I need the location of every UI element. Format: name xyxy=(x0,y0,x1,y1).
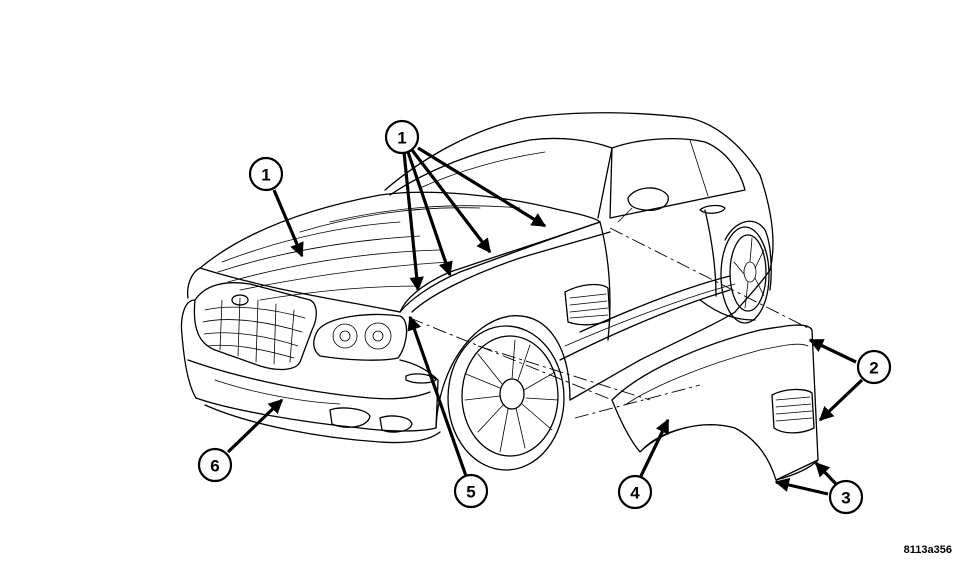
front-grille xyxy=(193,282,317,371)
front-fender-on-car xyxy=(399,221,601,313)
callout-3-label: 3 xyxy=(841,489,850,508)
front-fascia xyxy=(195,359,439,432)
rear-wheel xyxy=(720,226,770,324)
car-illustration xyxy=(180,112,774,471)
figure-id: 8113a356 xyxy=(904,544,952,556)
car-roof xyxy=(384,112,761,191)
callout-6-label: 6 xyxy=(210,457,219,476)
callout-2-label: 2 xyxy=(869,359,878,378)
side-window xyxy=(609,137,746,219)
windshield xyxy=(389,137,613,219)
leader-lines xyxy=(226,146,864,496)
callout-5: 5 xyxy=(453,473,489,509)
fender-side-vent xyxy=(771,388,815,434)
callout-1-hood-label: 1 xyxy=(261,166,270,185)
headlight xyxy=(313,313,408,361)
front-wheel-arch xyxy=(435,315,571,429)
side-vent-on-car xyxy=(564,283,611,326)
badge-emblem xyxy=(231,294,249,306)
callout-3: 3 xyxy=(828,479,864,515)
callout-1-fender-group-label: 1 xyxy=(397,129,406,148)
explosion-guide-lines xyxy=(409,227,813,419)
side-mirror xyxy=(627,187,669,211)
callout-4: 4 xyxy=(617,474,653,510)
callout-1-fender-group: 1 xyxy=(384,119,420,155)
callout-1-hood: 1 xyxy=(248,156,284,192)
callout-4-label: 4 xyxy=(630,484,640,503)
callout-2: 2 xyxy=(856,349,892,385)
front-wheel xyxy=(447,325,565,471)
callout-6: 6 xyxy=(197,447,233,483)
removed-front-fender xyxy=(611,324,819,481)
callout-5-label: 5 xyxy=(466,483,475,502)
